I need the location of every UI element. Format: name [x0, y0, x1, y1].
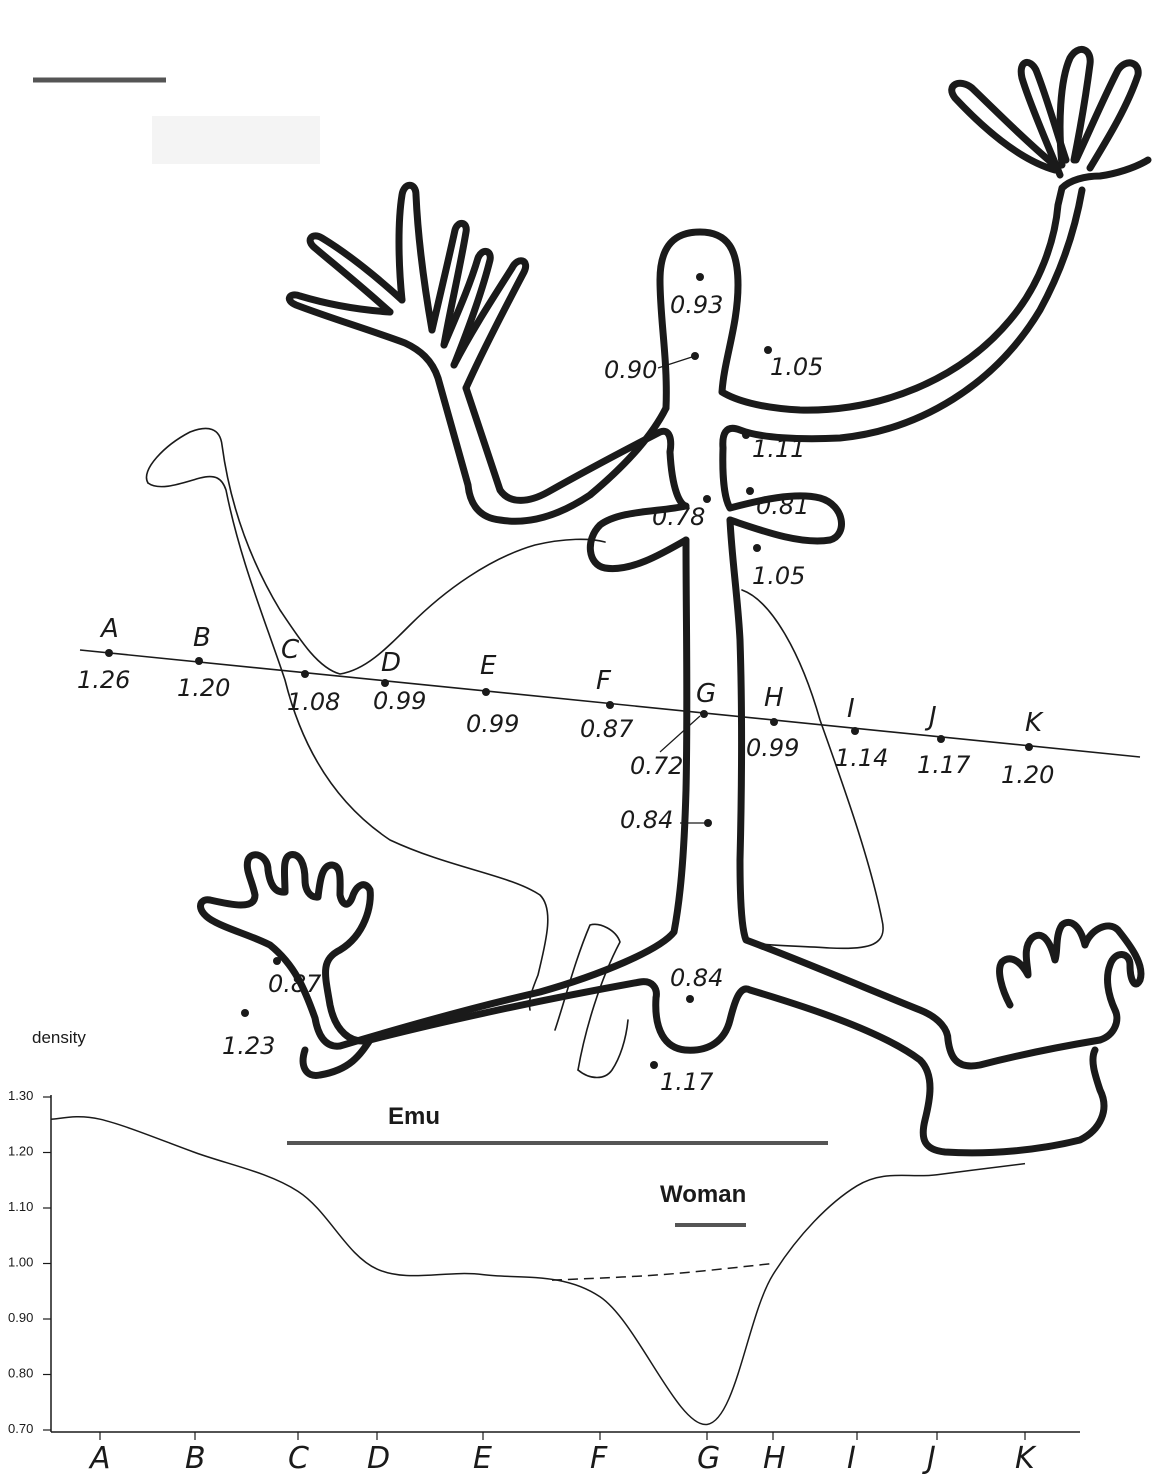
x-tick-label: K [1015, 1441, 1037, 1476]
y-axis-label: density [32, 1028, 86, 1047]
emu-range-label: Emu [388, 1103, 440, 1130]
x-tick-label: G [697, 1441, 720, 1476]
x-tick-label: J [922, 1441, 936, 1476]
x-tick-label: B [185, 1441, 206, 1476]
erased-patch [152, 116, 320, 164]
y-tick-label: 1.30 [8, 1088, 33, 1103]
point-below_crotch [650, 1061, 658, 1069]
value-torso_mid: 0.84 [620, 806, 673, 834]
transect-point-A [105, 649, 113, 657]
y-tick-label: 0.80 [8, 1366, 33, 1381]
y-tick-label: 0.90 [8, 1310, 33, 1325]
x-tick-label: I [847, 1441, 856, 1476]
y-tick-label: 0.70 [8, 1421, 33, 1436]
transect-letter-F: F [596, 666, 612, 696]
transect-letter-H: H [764, 683, 784, 713]
x-tick-label: C [288, 1441, 309, 1476]
point-right_torso [753, 544, 761, 552]
point-right_breast [746, 487, 754, 495]
x-tick-label: H [763, 1441, 786, 1476]
point-under_right_arm [742, 431, 750, 439]
g-leader-line [660, 716, 700, 752]
value-right_breast: 0.81 [756, 492, 809, 520]
transect-point-H [770, 718, 778, 726]
x-ticks: A B C D E F G H I J K [88, 1432, 1037, 1476]
transect-letter-J: J [924, 702, 937, 732]
transect-points: A 1.26 B 1.20 C 1.08 D 0.99 E 0.99 F 0.87 G 0.72 H 0.99… [77, 614, 1054, 789]
transect-value-J: 1.17 [917, 751, 971, 779]
transect-letter-B: B [193, 623, 211, 653]
transect-letter-A: A [99, 614, 119, 644]
point-head [696, 273, 704, 281]
point-crotch [686, 995, 694, 1003]
transect-letter-C: C [281, 635, 300, 665]
transect-point-J [937, 735, 945, 743]
transect-point-F [606, 701, 614, 709]
transect-value-H: 0.99 [746, 734, 799, 762]
woman-range-label: Woman [660, 1181, 746, 1208]
transect-letter-D: D [381, 648, 401, 678]
transect-letter-E: E [480, 651, 497, 681]
value-neck_right: 1.05 [770, 353, 823, 381]
value-head: 0.93 [670, 291, 723, 319]
density-curve [51, 1117, 1025, 1425]
point-left_outside [241, 1009, 249, 1017]
transect-value-B: 1.20 [177, 674, 230, 702]
y-ticks: 1.30 1.20 1.10 1.00 0.90 0.80 0.70 [8, 1088, 51, 1436]
value-below_crotch: 1.17 [660, 1068, 714, 1096]
density-chart: density 1.30 1.20 1.10 1.00 0.90 0.80 0.70 A B C… [8, 1028, 1080, 1476]
transect-point-E [482, 688, 490, 696]
transect-value-A: 1.26 [77, 666, 130, 694]
transect-value-C: 1.08 [287, 688, 340, 716]
value-neck_left: 0.90 [604, 356, 657, 384]
transect-value-D: 0.99 [373, 687, 426, 715]
transect-point-B [195, 657, 203, 665]
density-dashed-curve [552, 1264, 773, 1281]
value-left_outside: 1.23 [222, 1032, 275, 1060]
transect-point-D [381, 679, 389, 687]
y-tick-label: 1.10 [8, 1199, 33, 1214]
point-left_foot [273, 957, 281, 965]
value-right_torso: 1.05 [752, 562, 805, 590]
value-left_foot: 0.87 [268, 970, 322, 998]
transect-value-I: 1.14 [835, 744, 888, 772]
y-tick-label: 1.20 [8, 1144, 33, 1159]
transect-value-E: 0.99 [466, 710, 519, 738]
transect-value-K: 1.20 [1001, 761, 1054, 789]
point-left_breast [703, 495, 711, 503]
transect-point-I [851, 727, 859, 735]
transect-point-C [301, 670, 309, 678]
transect-letter-K: K [1025, 708, 1044, 738]
x-tick-label: E [473, 1441, 492, 1476]
x-tick-label: A [88, 1441, 111, 1476]
x-tick-label: D [367, 1441, 390, 1476]
value-crotch: 0.84 [670, 964, 723, 992]
transect-letter-I: I [847, 694, 855, 724]
x-tick-label: F [590, 1441, 608, 1476]
y-tick-label: 1.00 [8, 1255, 33, 1270]
transect-point-K [1025, 743, 1033, 751]
transect-point-G [700, 710, 708, 718]
transect-value-G: 0.72 [630, 752, 683, 780]
transect-letter-G: G [696, 679, 716, 709]
transect-value-F: 0.87 [580, 715, 634, 743]
value-under_right_arm: 1.11 [752, 435, 805, 463]
value-left_breast: 0.78 [652, 503, 705, 531]
